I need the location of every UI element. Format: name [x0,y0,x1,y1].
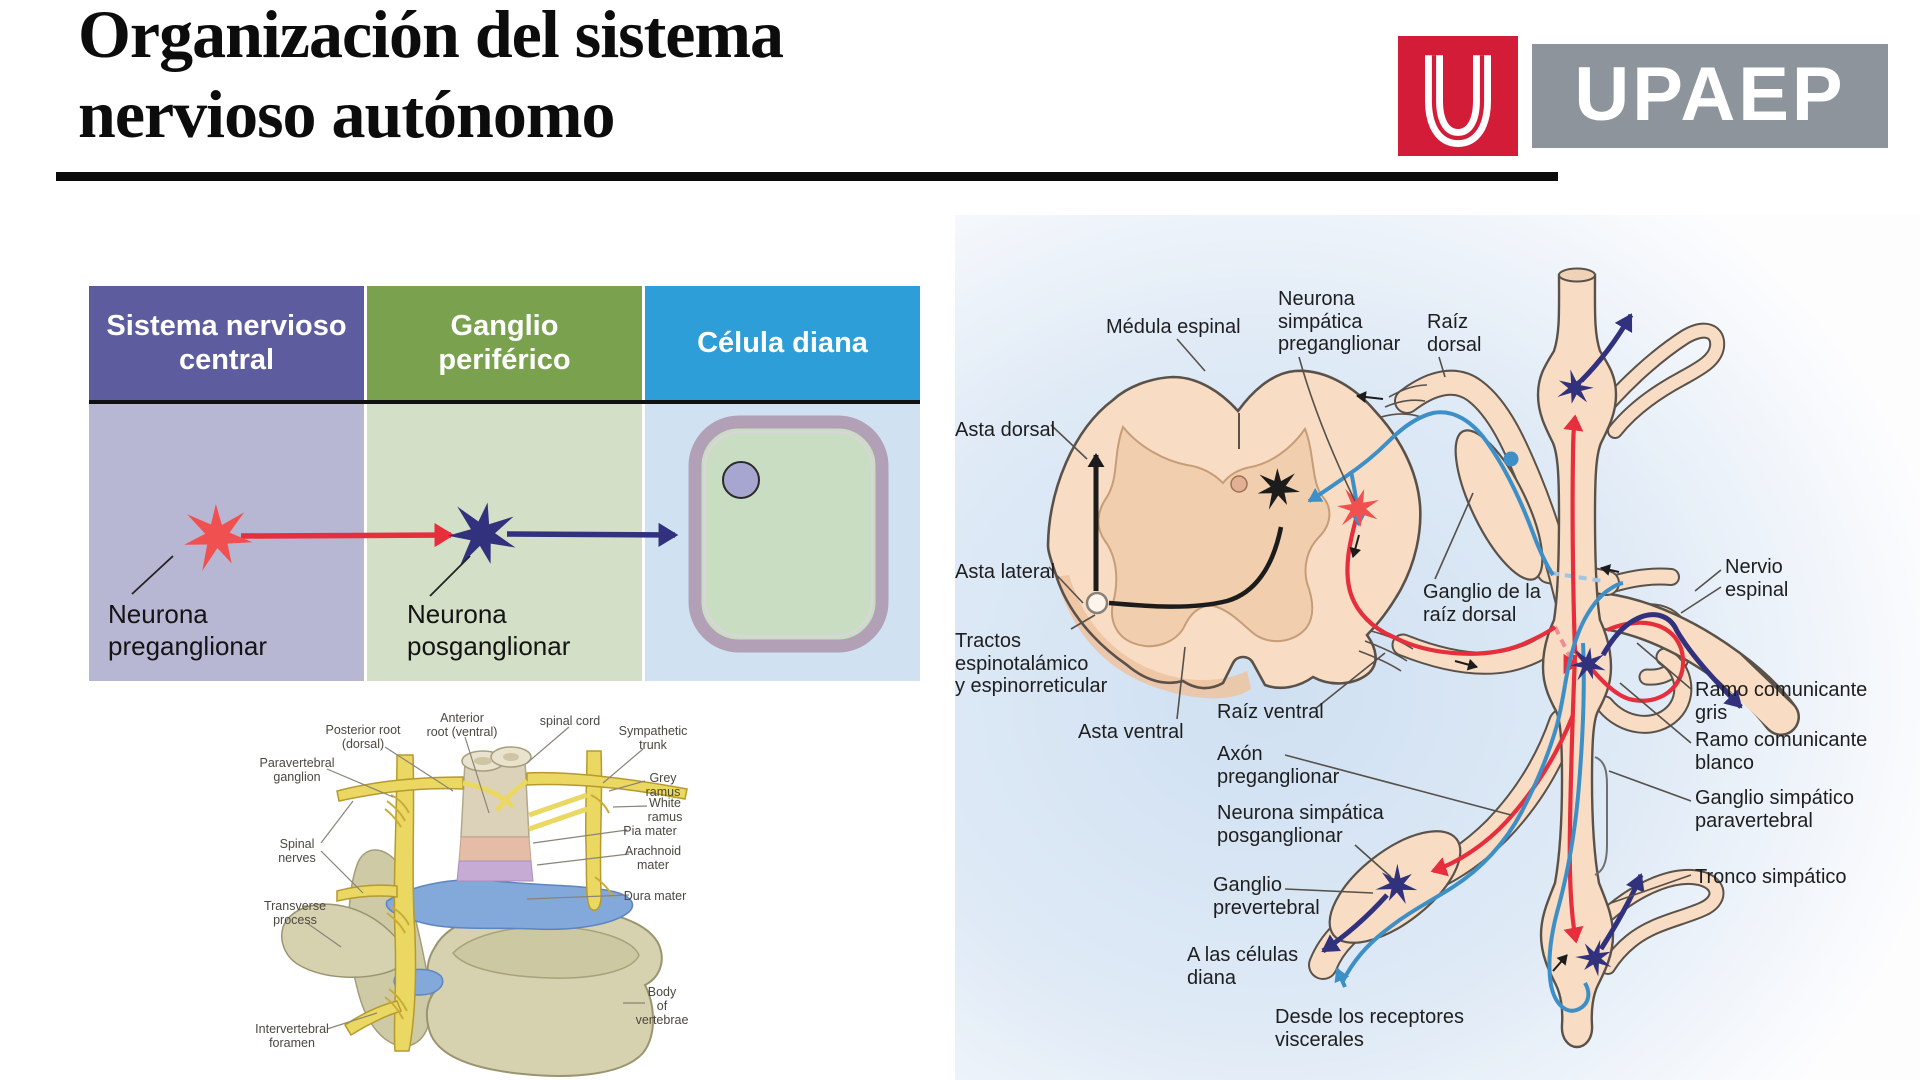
label-spinal-cord: spinal cord [539,714,601,728]
label-ramo-comunicante-gris: Ramo comunicante gris [1695,679,1868,724]
label-medula-espinal: Médula espinal [1106,316,1241,338]
cell-nucleus [722,461,760,499]
upaep-logo-icon [1398,36,1518,156]
postganglionic-fibers [1321,313,1743,954]
label-raiz-ventral: Raíz ventral [1217,701,1324,723]
central-canal [1230,475,1248,493]
label-spinal-nerves: Spinal nerves [278,837,316,865]
vertebra-figure: Posterior root (dorsal) Anterior root (v… [245,695,745,1080]
label-pia-mater: Pia mater [623,824,677,838]
label-asta-lateral: Asta lateral [955,561,1056,583]
label-white-ramus: White ramus [647,796,683,824]
label-ganglio-raiz-dorsal: Ganglio de la raíz dorsal [1423,581,1541,626]
table-header-divider [89,400,920,404]
label-body-of-vertebrae: Body of vertebrae [635,985,689,1027]
interneuron-axon [1108,526,1284,609]
vertebra-art [281,726,688,1077]
label-neurona-preganglionar: Neurona preganglionar [108,599,268,661]
autonomic-figure: Médula espinal Neurona simpática pregang… [955,215,1920,1080]
afferent-fibers [1307,410,1624,1013]
label-transverse-process: Transverse process [263,899,327,927]
label-leaders [1048,338,1722,904]
pathway-neurons-art [131,415,889,653]
direction-arrows [1349,391,1620,972]
table-header-ganglio: Ganglio periférico [367,286,642,400]
label-arachnoid-mater: Arachnoid mater [624,844,682,872]
label-desde-receptores: Desde los receptores viscerales [1275,1006,1464,1051]
lateral-horn-ring [1085,591,1109,615]
label-neurona-posganglionar: Neurona posganglionar [407,599,571,661]
blue-fiber-dashed [1550,571,1604,583]
table-header-celula: Célula diana [645,286,920,400]
preganglionic-fibers [1345,414,1686,944]
label-ganglio-prevertebral: Ganglio prevertebral [1213,874,1320,919]
title-underline [56,172,1558,181]
label-axon-preganglionar: Axón preganglionar [1217,743,1340,788]
label-sympathetic-trunk: Sympathetic trunk [618,724,688,752]
label-paravertebral-ganglion: Paravertebral ganglion [259,756,335,784]
label-tronco-simpatico: Tronco simpático [1695,866,1847,888]
label-tractos: Tractos espinotalámico y espinorreticula… [955,630,1108,697]
label-raiz-dorsal: Raíz dorsal [1427,311,1482,356]
label-neurona-simpatica-posganglionar: Neurona simpática posganglionar [1217,802,1384,847]
label-grey-ramus: Grey ramus [645,771,681,799]
upaep-wordmark: UPAEP [1532,44,1888,148]
label-ganglio-simpatico-paravertebral: Ganglio simpático paravertebral [1695,787,1854,832]
label-nervio-espinal: Nervio espinal [1725,556,1789,601]
table-header-snc: Sistema nervioso central [89,286,364,400]
pathway-table: Sistema nervioso central Ganglio perifér… [89,286,920,681]
label-posterior-root: Posterior root (dorsal) [325,723,401,751]
label-ramo-comunicante-blanco: Ramo comunicante blanco [1695,729,1868,774]
sensory-soma [1503,451,1519,467]
postganglionic-axon [506,522,679,548]
target-cell [688,415,889,653]
label-asta-dorsal: Asta dorsal [955,419,1056,441]
dorsal-root-ganglion [1454,429,1544,581]
label-a-las-celulas-diana: A las células diana [1187,944,1299,989]
autonomic-art [955,215,1920,1080]
label-asta-ventral: Asta ventral [1078,721,1184,743]
label-intervertebral-foramen: Intervertebral foramen [255,1022,329,1050]
trunk-bracket [1594,756,1608,876]
preganglionic-axon [240,522,455,548]
logo-u-glyph [1425,55,1491,148]
label-dura-mater: Dura mater [623,889,687,903]
page-title: Organización del sistema nervioso autóno… [78,0,784,152]
label-anterior-root: Anterior root (ventral) [426,711,498,739]
label-neurona-simpatica-preganglionar: Neurona simpática preganglionar [1278,288,1401,355]
